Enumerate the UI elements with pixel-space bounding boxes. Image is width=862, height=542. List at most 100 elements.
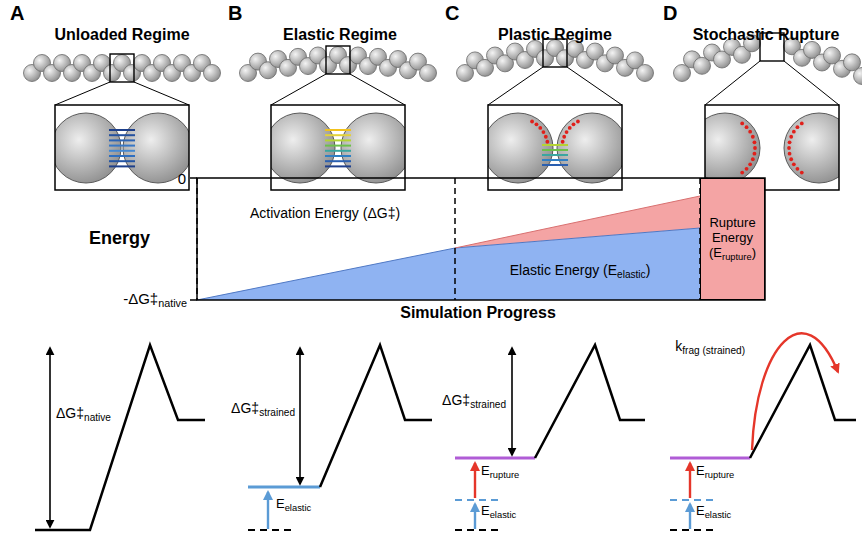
- broken-bond-dot: [789, 135, 793, 139]
- broken-bond-dot: [753, 140, 757, 144]
- energy-profile: [535, 345, 645, 458]
- energy-profile: [35, 345, 205, 530]
- broken-bond-dot: [572, 122, 576, 126]
- broken-bond-dot: [796, 167, 800, 171]
- broken-bond-dot: [745, 167, 749, 171]
- elastic-level: [670, 499, 715, 501]
- subunit-sphere: [341, 113, 405, 183]
- subscript-text: strained: [259, 407, 295, 418]
- panel-title: Plastic Regime: [498, 26, 612, 44]
- label-text: k: [675, 338, 682, 354]
- rupture-energy-box: Rupture Energy(Erupture): [700, 178, 765, 300]
- broken-bond-dot: [568, 126, 572, 130]
- axis-value: -ΔG‡native: [123, 290, 187, 310]
- rupture-energy-area: [455, 196, 700, 248]
- subscript-text: elastic: [490, 510, 517, 520]
- label-text: E: [696, 503, 705, 518]
- axis-title: Energy: [89, 228, 150, 249]
- subunit-sphere: [55, 113, 121, 183]
- panel-letter: D: [663, 2, 677, 25]
- energy-label: Eelastic: [481, 504, 516, 521]
- broken-bond-dot: [788, 140, 792, 144]
- broken-bond-dot: [796, 125, 800, 129]
- zoom-source-box: [543, 39, 567, 67]
- energy-profile: [750, 345, 856, 458]
- broken-bond-dot: [789, 157, 793, 161]
- zoom-leader: [705, 61, 760, 105]
- node-text: ): [752, 245, 756, 260]
- stage-divider: [454, 178, 456, 300]
- energy-label: Erupture: [696, 464, 734, 481]
- broken-bond-dot: [751, 135, 755, 139]
- broken-bond-dot: [800, 171, 804, 175]
- label-text: E: [481, 463, 490, 478]
- bond-line: [109, 155, 135, 157]
- label-text: Activation Energy (ΔG‡): [250, 205, 400, 221]
- label-text: B: [228, 2, 242, 24]
- bond-line: [325, 150, 351, 152]
- bond-line: [109, 134, 135, 136]
- energy-label: Eelastic: [696, 504, 731, 521]
- chart-frame: [197, 178, 765, 300]
- subunit-sphere: [557, 113, 622, 183]
- zoom-leader: [567, 67, 622, 105]
- panel-letter: A: [10, 2, 24, 25]
- elastic-arrow: [689, 504, 691, 529]
- panel-letter: C: [445, 2, 459, 25]
- zoom-leader: [784, 61, 839, 105]
- bond-line: [325, 145, 351, 147]
- bond-line: [325, 165, 351, 167]
- bond-line: [109, 150, 135, 152]
- elastic-level: [455, 499, 500, 501]
- native-baseline: [670, 529, 715, 531]
- subscript-text: native: [158, 297, 187, 309]
- strained-level: [455, 457, 535, 460]
- bond-line: [325, 160, 351, 162]
- bond-line: [542, 144, 568, 146]
- broken-bond-dot: [800, 122, 804, 126]
- fragmentation-arrow: [752, 333, 838, 450]
- bond-line: [325, 134, 351, 136]
- broken-bond-dot: [792, 162, 796, 166]
- broken-bond-dot: [753, 152, 757, 156]
- label-text: Simulation Progress: [400, 304, 556, 321]
- label-text: Plastic Regime: [498, 26, 612, 43]
- bond-line: [542, 149, 568, 151]
- label-text: ΔG‡: [231, 400, 259, 416]
- zoom-leader: [134, 82, 189, 105]
- bond-line: [109, 165, 135, 167]
- subscript-text: elastic: [705, 510, 732, 520]
- bond-line: [109, 145, 135, 147]
- label-text: Elastic Regime: [283, 26, 397, 43]
- label-text: ): [646, 262, 651, 278]
- panel-title: Unloaded Regime: [54, 26, 189, 44]
- subunit-sphere: [705, 113, 760, 183]
- subunit-sphere: [488, 113, 553, 183]
- broken-bond-dot: [542, 130, 546, 134]
- strained-level: [670, 457, 750, 460]
- broken-bond-dot: [576, 120, 580, 124]
- bead: [204, 65, 221, 82]
- bond-line: [325, 129, 351, 131]
- subscript-text: frag (strained): [682, 345, 745, 356]
- energy-label: ΔG‡strained: [231, 400, 295, 419]
- broken-bond-dot: [562, 135, 566, 139]
- bond-line: [109, 129, 135, 131]
- bead-chain: [240, 47, 437, 82]
- broken-bond-dot: [745, 125, 749, 129]
- energy-label: Eelastic: [276, 497, 311, 514]
- subscript-text: strained: [470, 399, 506, 410]
- energy-label: Erupture: [481, 464, 519, 481]
- zoom-leader: [488, 67, 543, 105]
- rupture-arrow: [689, 463, 691, 498]
- subscript-text: rupture: [722, 252, 752, 262]
- elastic-energy-area: [197, 228, 700, 300]
- broken-bond-dot: [561, 140, 565, 144]
- axis-tick: [190, 177, 197, 179]
- zoom-box: [55, 105, 189, 190]
- broken-bond-dot: [740, 171, 744, 175]
- rupture-arrow: [474, 463, 476, 498]
- broken-bond-dot: [748, 130, 752, 134]
- bond-line: [542, 154, 568, 156]
- native-baseline: [248, 529, 292, 531]
